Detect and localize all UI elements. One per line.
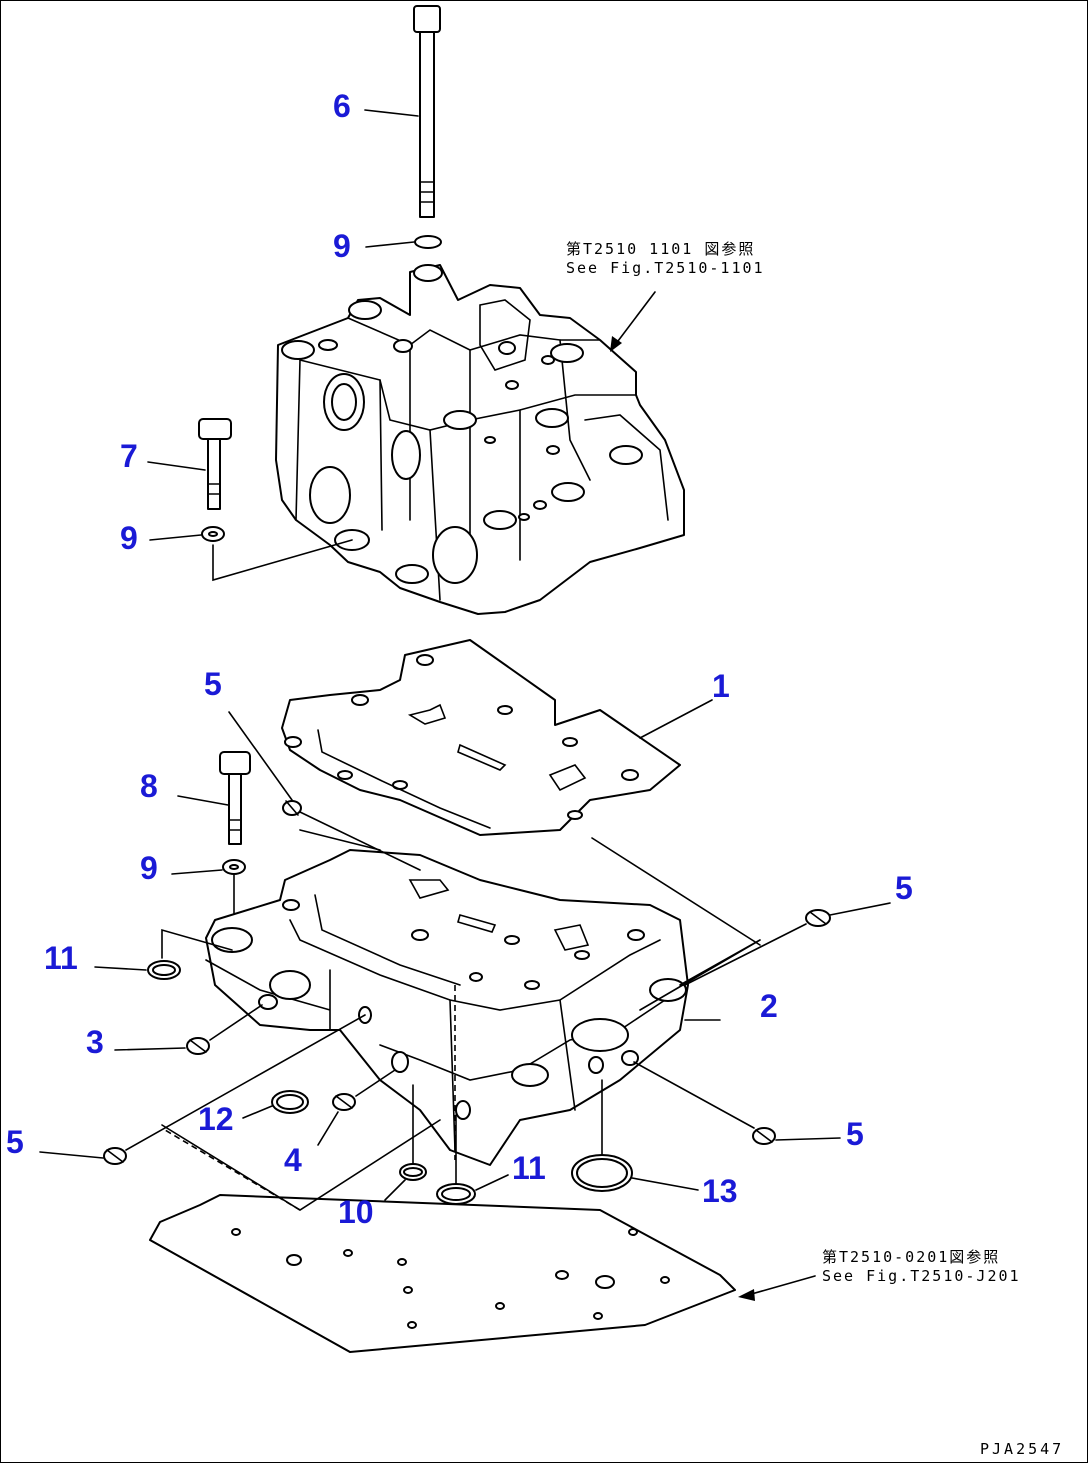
callout-5: 5 [6, 1124, 24, 1160]
callout-11: 11 [44, 940, 78, 976]
upper-valve-body [275, 264, 685, 615]
part-9-washer-mid [222, 859, 246, 875]
callout-4: 4 [284, 1142, 302, 1178]
leader-5c [39, 1151, 104, 1159]
reference-note-lower: 第T2510-0201図参照 See Fig.T2510-J201 [822, 1248, 1021, 1286]
leader-5b [829, 902, 891, 916]
callout-1: 1 [712, 668, 730, 704]
reference-lower-jp: 第T2510-0201図参照 [822, 1248, 1001, 1266]
part-5-plug-lower-left [103, 1147, 127, 1165]
callout-9: 9 [140, 850, 158, 886]
callout-11: 11 [512, 1150, 546, 1186]
part-5-plug-right [805, 909, 831, 927]
part-4-plug [332, 1093, 356, 1111]
callout-3: 3 [86, 1024, 104, 1060]
leader-5d-body [633, 1061, 755, 1129]
leader-3-body [209, 1004, 263, 1041]
reference-lower-en: See Fig.T2510-J201 [822, 1267, 1021, 1285]
part-9-washer-top [414, 235, 442, 249]
callout-5: 5 [895, 870, 913, 906]
leader-13 [631, 1177, 699, 1191]
part-8-bolt [219, 751, 251, 845]
leader-5a-body [299, 811, 421, 871]
leader-8 [177, 795, 229, 806]
part-13-oring [571, 1154, 633, 1192]
callout-10: 10 [338, 1194, 374, 1230]
part-9-washer-left [201, 526, 225, 542]
part-7-bolt [198, 418, 232, 510]
leader-10 [384, 1179, 406, 1201]
callout-5: 5 [204, 666, 222, 702]
leader-9c [171, 869, 223, 875]
part-2-valve-body [205, 849, 689, 1166]
leader-5a [228, 711, 293, 801]
leader-gasket-body [299, 829, 761, 946]
lower-mounting-plate [149, 1194, 736, 1353]
leader-1 [639, 699, 713, 739]
part-3-plug [186, 1037, 210, 1055]
reference-upper-en: See Fig.T2510-1101 [566, 259, 765, 277]
outline-lines [161, 939, 761, 1211]
part-1-gasket [281, 639, 681, 836]
leader-5d [775, 1137, 841, 1141]
part-11-oring-left [147, 960, 181, 980]
leader-3 [114, 1047, 186, 1051]
leader-11a-body [161, 928, 233, 959]
callout-13: 13 [702, 1173, 738, 1209]
leader-11b [475, 1174, 509, 1191]
leader-9b [149, 534, 202, 541]
part-11-oring-bottom [436, 1183, 476, 1205]
callout-9: 9 [120, 520, 138, 556]
leader-5c-body [125, 1014, 366, 1151]
part-12-oring [271, 1090, 309, 1114]
callout-6: 6 [333, 88, 351, 124]
reference-arrow-lower [738, 1275, 816, 1301]
callout-2: 2 [760, 988, 778, 1024]
reference-arrow-upper [610, 291, 656, 352]
callout-5: 5 [846, 1116, 864, 1152]
leader-7 [147, 461, 206, 471]
reference-upper-jp: 第T2510 1101 図参照 [566, 240, 756, 258]
part-5-plug-upper-left [282, 800, 302, 816]
callout-7: 7 [120, 438, 138, 474]
leader-9a [365, 241, 415, 248]
callout-9: 9 [333, 228, 351, 264]
part-5-plug-lower-right [752, 1127, 776, 1145]
leader-11a [94, 966, 147, 971]
callout-12: 12 [198, 1101, 234, 1137]
leader-4 [317, 1111, 339, 1146]
leader-6 [364, 109, 419, 117]
drawing-code: PJA2547 [980, 1440, 1065, 1458]
leader-4-body [355, 1069, 396, 1097]
reference-note-upper: 第T2510 1101 図参照 See Fig.T2510-1101 [566, 240, 765, 278]
alignment-dashes [164, 985, 456, 1211]
callout-8: 8 [140, 768, 158, 804]
leader-5b-body [684, 923, 807, 986]
part-6-long-bolt [413, 5, 441, 218]
leader-12 [242, 1105, 273, 1119]
leader-7-9 [212, 539, 353, 582]
part-10-oring [399, 1163, 427, 1181]
